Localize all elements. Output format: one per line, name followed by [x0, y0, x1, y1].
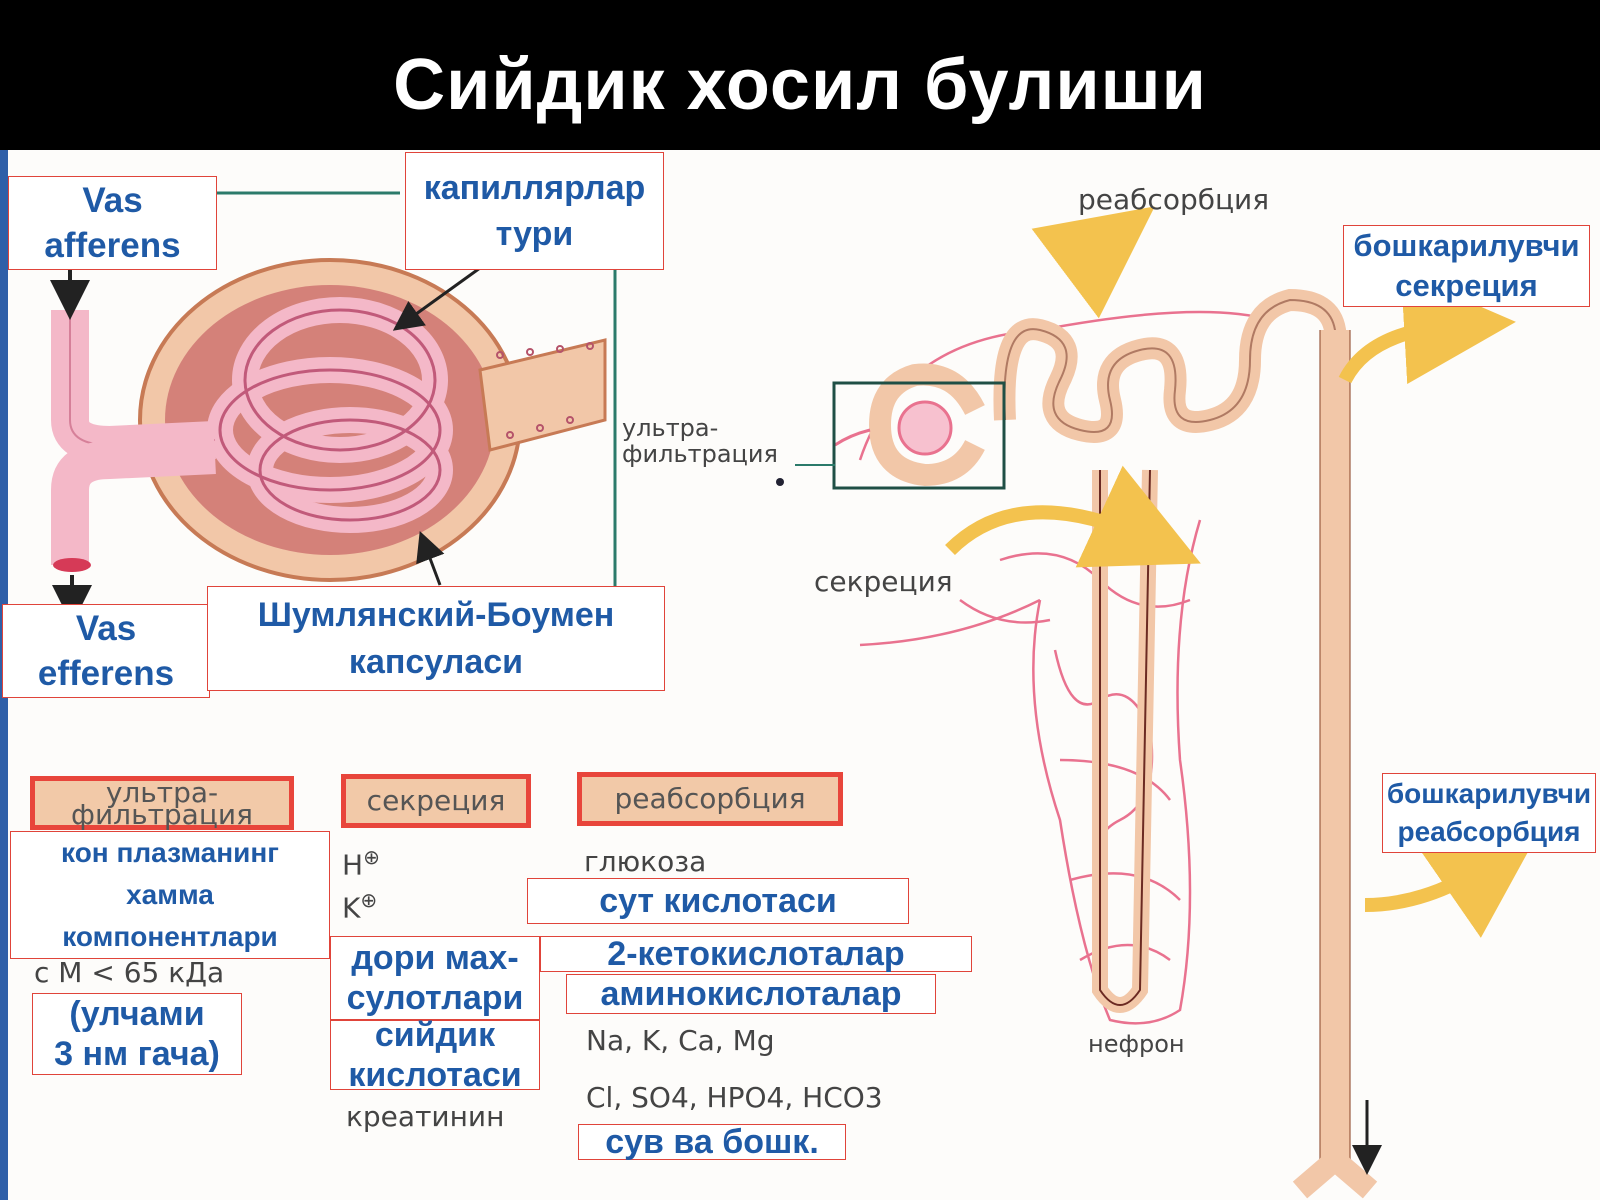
label-size-note: (улчами 3 нм гача) [32, 993, 242, 1075]
tag-reabsorption-text: реабсорбция [614, 782, 806, 815]
label-drugs: дори мах- сулотлари [330, 936, 540, 1020]
label-lactic-acid: сут кислотаси [527, 878, 909, 924]
label-uric-line2: кислотаси [348, 1056, 522, 1094]
secretion-arrow [945, 465, 1201, 568]
plus-charge-icon: ⊕ [360, 888, 378, 912]
tag-secretion: секреция [341, 774, 531, 828]
label-controlled-reabsorption-line2: реабсорбция [1397, 816, 1581, 847]
label-drugs-line2: сулотлари [346, 979, 524, 1017]
label-plasma-line1: кон плазманинг [61, 837, 279, 868]
mini-capsule [834, 363, 985, 487]
label-lactic-acid-text: сут кислотаси [599, 882, 837, 920]
tag-secretion-text: секреция [366, 784, 506, 817]
text-h-ion-symbol: H [342, 848, 364, 882]
label-size-line1: (улчами [69, 995, 205, 1033]
text-creatinine: креатинин [346, 1100, 505, 1133]
controlled-reabsorption-arrow [1364, 828, 1542, 938]
label-capsule-line2: капсуласи [348, 642, 524, 681]
label-vas-efferens: Vas efferens [2, 604, 210, 698]
plus-charge-icon: ⊕ [363, 845, 380, 869]
label-vas-afferens: Vas afferens [8, 176, 217, 270]
label-size-line2: 3 нм гача) [54, 1035, 220, 1073]
text-ultrafiltration-line2: фильтрация [622, 440, 778, 468]
tag-ultrafiltration-line1: ультра- [105, 776, 219, 809]
text-reabsorption-top: реабсорбция [1078, 183, 1270, 216]
label-uric-acid: сийдик кислотаси [330, 1016, 540, 1094]
label-controlled-reabsorption: бошкарилувчи реабсорбция [1382, 773, 1596, 853]
text-k-ion: K⊕ [342, 888, 377, 924]
tag-ultrafiltration-line2: фильтрация [71, 798, 253, 831]
label-water-text: сув ва бошк. [605, 1123, 819, 1161]
label-capillaries-line1: капиллярлар [423, 169, 646, 207]
label-drugs-line1: дори мах- [351, 939, 519, 977]
page-title: Сийдик хосил булиши [393, 45, 1207, 125]
tag-ultrafiltration: ультра- фильтрация [30, 776, 294, 830]
text-k-ion-symbol: K [342, 891, 361, 925]
label-amino-acids: аминокислоталар [566, 974, 936, 1014]
label-capillaries: капиллярлар тури [405, 152, 664, 270]
label-plasma-components: кон плазманинг хамма компонентлари [10, 831, 330, 959]
label-vas-efferens-line2: efferens [37, 654, 175, 693]
label-keto-acids-text: 2-кетокислоталар [607, 935, 905, 973]
label-capillaries-line2: тури [495, 215, 574, 253]
label-keto-acids: 2-кетокислоталар [540, 936, 972, 972]
label-amino-acids-text: аминокислоталар [600, 975, 902, 1013]
title-bar [0, 0, 1600, 150]
label-plasma-line3: компонентлари [62, 921, 278, 952]
text-anions: Cl, SO4, HPO4, HCO3 [586, 1081, 883, 1114]
label-capsule: Шумлянский-Боумен капсуласи [207, 586, 665, 691]
label-vas-efferens-line1: Vas [75, 609, 137, 648]
text-glucose: глюкоза [584, 845, 707, 878]
ink-dot [776, 478, 784, 486]
label-uric-line1: сийдик [374, 1016, 496, 1054]
text-nephron: нефрон [1088, 1030, 1185, 1058]
nephron-tubule [993, 288, 1378, 1199]
label-controlled-reabsorption-line1: бошкарилувчи [1386, 778, 1592, 809]
label-vas-afferens-line2: afferens [44, 226, 181, 265]
capillary-pointer [392, 266, 481, 331]
text-mass-note: с M < 65 кДа [34, 956, 225, 989]
label-vas-afferens-line1: Vas [82, 181, 143, 220]
text-ultrafiltration-line1: ультра- [622, 414, 719, 442]
label-controlled-secretion-line2: секреция [1395, 268, 1538, 303]
text-secretion-mid: секреция [814, 565, 953, 598]
label-plasma-line2: хамма [126, 879, 214, 910]
reabsorption-arrow-top [1031, 206, 1155, 319]
efferent-vessel [51, 436, 216, 565]
label-controlled-secretion-line1: бошкарилувчи [1353, 228, 1580, 263]
controlled-secretion-arrow [1338, 272, 1516, 385]
text-ultrafiltration: ультра- фильтрация [622, 415, 778, 467]
text-h-ion: H⊕ [342, 845, 380, 881]
label-capsule-line1: Шумлянский-Боумен [257, 595, 615, 634]
focus-box [832, 381, 1006, 490]
tag-reabsorption: реабсорбция [577, 772, 843, 826]
label-controlled-secretion: бошкарилувчи секреция [1343, 225, 1590, 307]
text-cations: Na, K, Ca, Mg [586, 1024, 775, 1057]
label-water: сув ва бошк. [578, 1124, 846, 1160]
capsule-pointer [416, 530, 445, 586]
